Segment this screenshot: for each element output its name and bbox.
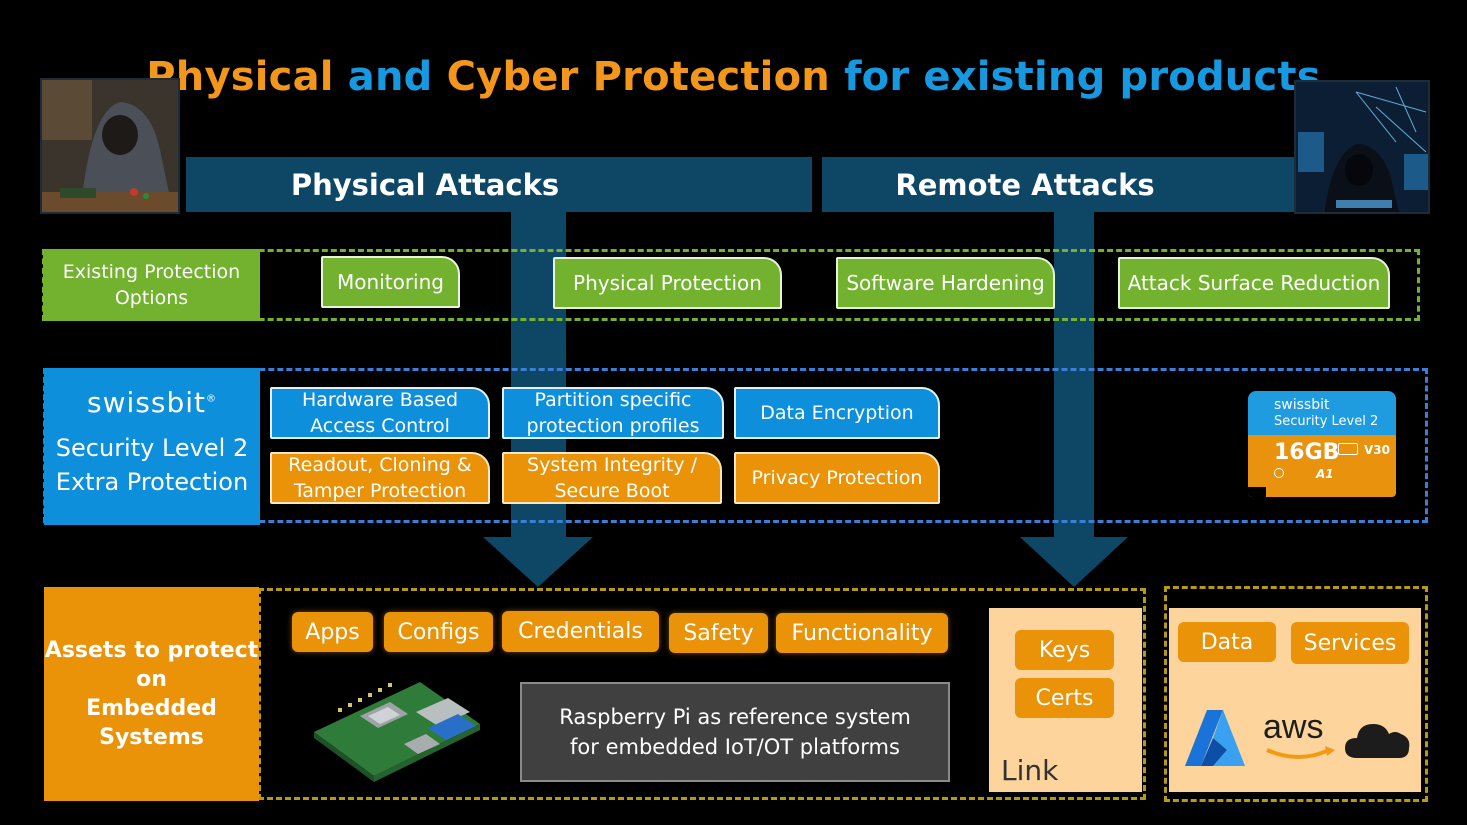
title-for-existing-products: for existing products	[829, 54, 1321, 100]
feature-readout-cloning-tamper: Readout, Cloning & Tamper Protection	[270, 452, 490, 504]
sd-card-capacity-unit: GB	[1304, 440, 1340, 465]
remote-arrow-head	[1020, 537, 1128, 587]
cloud-assets-frame	[1164, 586, 1428, 802]
option-software-hardening: Software Hardening	[836, 257, 1055, 309]
feature-data-encryption: Data Encryption	[734, 387, 940, 439]
option-physical-protection: Physical Protection	[553, 257, 782, 309]
swissbit-brand: swissbit	[87, 386, 206, 419]
sd-card-notch	[1248, 487, 1266, 497]
feature-line: Tamper Protection	[293, 480, 467, 502]
reference-system-line2: for embedded IoT/OT platforms	[570, 735, 900, 759]
assets-label-line: Systems	[99, 725, 204, 750]
option-attack-surface-reduction: Attack Surface Reduction	[1118, 257, 1390, 309]
sd-card-brand: swissbit	[1274, 397, 1330, 413]
title-and: and	[333, 54, 447, 100]
feature-line: Secure Boot	[554, 480, 670, 502]
feature-hardware-access-control: Hardware Based Access Control	[270, 387, 490, 439]
aws-smile-icon	[1266, 746, 1335, 759]
swissbit-reg-mark: ®	[205, 393, 217, 405]
extra-protection-label: Extra Protection	[55, 468, 249, 496]
feature-privacy-protection: Privacy Protection	[734, 452, 940, 504]
asset-credentials: Credentials	[502, 611, 659, 652]
cloud-data: Data	[1178, 622, 1276, 662]
title-cyber-protection: Cyber Protection	[446, 54, 830, 100]
reference-system-box: Raspberry Pi as reference system for emb…	[520, 682, 950, 782]
feature-line: Readout, Cloning &	[288, 454, 472, 476]
asset-functionality: Functionality	[776, 613, 948, 653]
remote-arrow-shaft	[1054, 205, 1094, 538]
existing-protection-label-line1: Existing Protection	[62, 261, 241, 283]
feature-system-integrity: System Integrity / Secure Boot	[502, 452, 722, 504]
raspberry-pi-board-icon	[314, 682, 480, 782]
link-keys: Keys	[1015, 630, 1114, 670]
sd-card-bottom	[1248, 435, 1396, 497]
physical-attacks-label: Physical Attacks	[290, 167, 560, 202]
asset-configs: Configs	[384, 612, 493, 652]
sd-card: swissbit Security Level 2 16GB V30 A1	[1248, 391, 1396, 497]
azure-logo-icon	[1185, 710, 1245, 766]
cloud-services: Services	[1291, 622, 1409, 664]
feature-line: Access Control	[310, 415, 450, 437]
physical-attacks-banner: Physical Attacks	[186, 157, 812, 212]
sd-card-capacity: 16GB	[1274, 440, 1339, 465]
asset-apps: Apps	[292, 612, 373, 652]
feature-partition-profiles: Partition specific protection profiles	[502, 387, 724, 439]
hacker-hardware-photo	[40, 78, 180, 214]
embedded-assets-frame	[258, 588, 1146, 800]
assets-label-line: Embedded	[86, 696, 217, 721]
swissbit-label: swissbit® Security Level 2 Extra Protect…	[44, 368, 260, 525]
feature-line: Partition specific	[534, 389, 692, 411]
assets-label-line: Assets to protect	[44, 638, 259, 663]
assets-label: Assets to protect on Embedded Systems	[44, 587, 259, 801]
remote-hacker-photo	[1294, 80, 1430, 214]
option-monitoring: Monitoring	[321, 256, 460, 308]
reference-system-line1: Raspberry Pi as reference system	[559, 705, 911, 729]
sd-card-class: A1	[1316, 467, 1334, 481]
network-hacker-icon	[1296, 82, 1428, 212]
existing-protection-label: Existing Protection Options	[43, 249, 260, 321]
sd-card-speed: V30	[1364, 443, 1390, 457]
asset-safety: Safety	[669, 613, 768, 653]
assets-label-line: on	[136, 667, 167, 692]
link-certs: Certs	[1015, 678, 1114, 718]
cloud-icon	[1345, 724, 1410, 758]
link-panel: Keys Certs Link	[989, 608, 1142, 792]
remote-attacks-label: Remote Attacks	[895, 167, 1155, 202]
remote-attacks-banner: Remote Attacks	[822, 157, 1298, 212]
sd-card-top	[1248, 391, 1396, 435]
sd-card-capacity-value: 16	[1274, 440, 1305, 465]
sd-card-level: Security Level 2	[1274, 414, 1379, 429]
cloud-panel: Data Services aws	[1169, 608, 1421, 792]
aws-logo-text: aws	[1263, 708, 1324, 746]
physical-arrow-head	[483, 537, 593, 587]
hooded-hacker-icon	[42, 80, 178, 212]
swissbit-logo: swissbit®	[44, 386, 260, 419]
page-title: Physical and Cyber Protection for existi…	[0, 54, 1467, 110]
existing-protection-label-line2: Options	[114, 287, 189, 309]
feature-line: Hardware Based	[301, 389, 459, 411]
feature-line: System Integrity /	[527, 454, 697, 476]
aws-logo-icon: aws	[1263, 708, 1339, 764]
feature-line: protection profiles	[526, 415, 700, 437]
sd-speed-class-icon	[1274, 468, 1284, 478]
link-label: Link	[1001, 754, 1059, 787]
sd-logo-icon	[1338, 443, 1358, 455]
security-level-label: Security Level 2	[55, 434, 249, 462]
